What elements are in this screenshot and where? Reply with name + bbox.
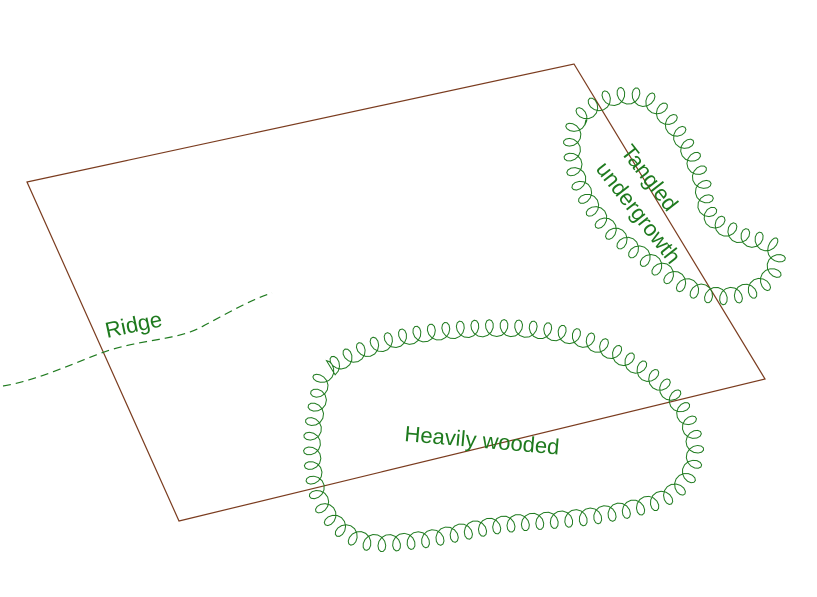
heavily-wooded-border: [303, 318, 705, 553]
ridge-line: [2, 292, 273, 387]
heavily-wooded-label: Heavily wooded: [404, 421, 561, 459]
ridge-label: Ridge: [103, 306, 164, 342]
tangled-undergrowth-border: [563, 86, 786, 306]
site-boundary: [26, 63, 766, 522]
